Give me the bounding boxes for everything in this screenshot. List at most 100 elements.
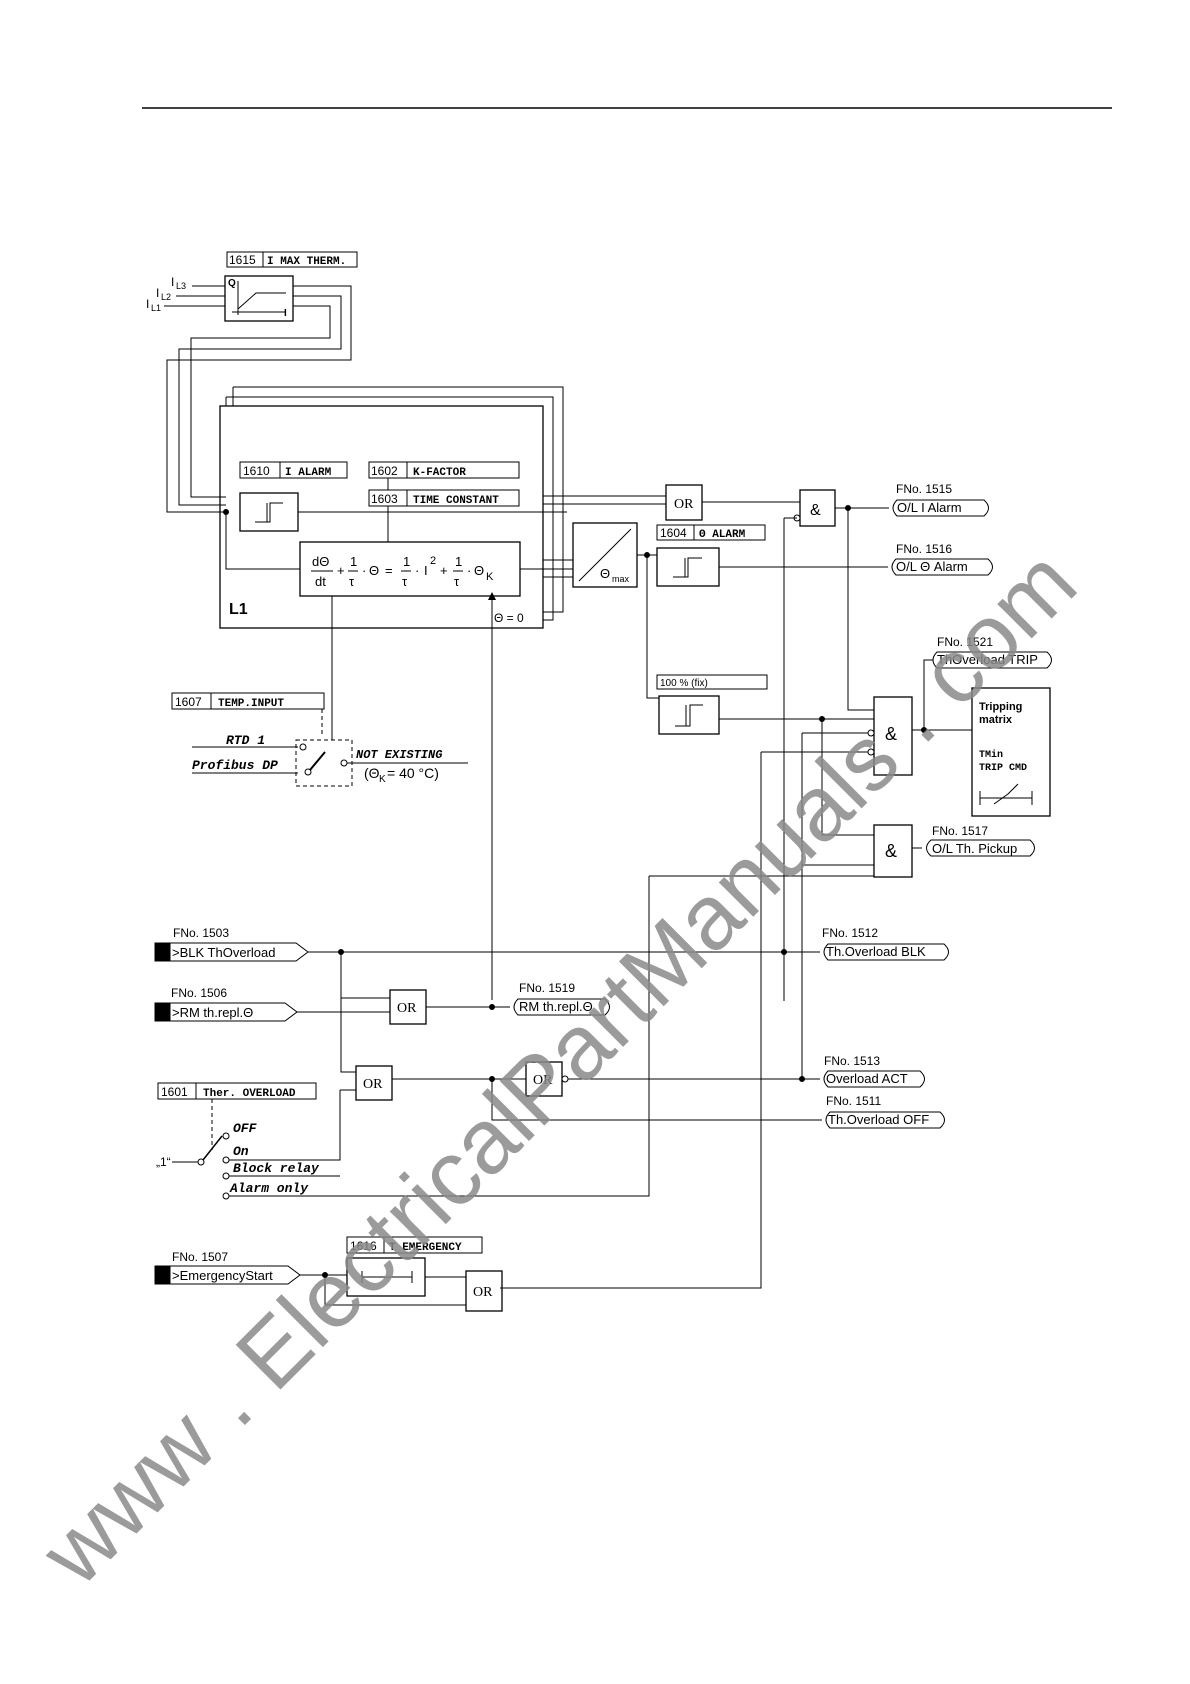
svg-text:OR: OR — [533, 1073, 553, 1088]
theta-alarm-threshold — [656, 547, 888, 587]
or-gate-rm: OR — [340, 952, 510, 1025]
svg-text:Θ: Θ — [474, 563, 484, 578]
tripping-matrix: Tripping matrix TMin TRIP CMD — [971, 687, 1051, 817]
svg-text:1604: 1604 — [660, 526, 687, 540]
param-1601: 1601 Ther. OVERLOAD — [157, 1082, 317, 1100]
svg-text:FNo. 1521: FNo. 1521 — [937, 635, 993, 649]
svg-text:L2: L2 — [161, 292, 171, 302]
characteristic-feedback — [166, 285, 352, 513]
svg-text:1: 1 — [350, 554, 357, 569]
svg-text:·: · — [362, 563, 366, 578]
or-gate-i-alarm: OR — [665, 484, 800, 521]
svg-text:„1“: „1“ — [156, 1155, 171, 1169]
svg-text:max: max — [612, 574, 630, 584]
svg-text:1615: 1615 — [229, 253, 256, 267]
i-max-characteristic: Q I — [224, 275, 294, 322]
output-1521: FNo. 1521 ThOverload TRIP — [932, 635, 1052, 669]
and-gate-trip: & — [867, 659, 972, 776]
svg-text:TMin: TMin — [979, 749, 1003, 761]
param-1607: 1607 TEMP.INPUT — [171, 692, 325, 710]
svg-text:O/L Th. Pickup: O/L Th. Pickup — [932, 841, 1017, 856]
svg-text:Th.Overload OFF: Th.Overload OFF — [828, 1112, 929, 1127]
output-1519: FNo. 1519 RM th.repl.Θ — [513, 981, 610, 1016]
svg-text:1: 1 — [403, 554, 410, 569]
svg-text:O/L I Alarm: O/L I Alarm — [897, 500, 962, 515]
param-1602: 1602 K-FACTOR — [368, 461, 520, 479]
svg-text:OFF: OFF — [233, 1121, 258, 1136]
svg-text:Alarm only: Alarm only — [229, 1181, 309, 1196]
svg-text:τ: τ — [454, 574, 460, 589]
svg-text:Ther. OVERLOAD: Ther. OVERLOAD — [203, 1088, 296, 1100]
svg-text:I: I — [146, 297, 149, 311]
svg-text:FNo. 1503: FNo. 1503 — [173, 926, 229, 940]
svg-text:τ: τ — [349, 574, 355, 589]
param-1610: 1610 I ALARM — [239, 461, 348, 479]
svg-text:FNo. 1507: FNo. 1507 — [172, 1250, 228, 1264]
svg-text:L1: L1 — [229, 601, 248, 618]
block-outputs — [520, 495, 666, 578]
output-1515: FNo. 1515 O/L I Alarm — [892, 482, 989, 517]
svg-text:I: I — [156, 286, 159, 300]
svg-text:= 40 °C): = 40 °C) — [387, 765, 439, 781]
input-1507: FNo. 1507 >EmergencyStart — [154, 1250, 466, 1306]
param-1616: 1616 T EMERGENCY — [346, 1236, 483, 1254]
temp-input-switch: RTD 1 Profibus DP NOT EXISTING (Θ K = 40… — [192, 733, 468, 787]
output-1511: FNo. 1511 Th.Overload OFF — [825, 1094, 945, 1129]
svg-text:FNo. 1512: FNo. 1512 — [822, 926, 878, 940]
input-1506: FNo. 1506 >RM th.repl.Θ — [154, 986, 390, 1022]
svg-text:1602: 1602 — [371, 464, 398, 478]
svg-text:L3: L3 — [176, 281, 186, 291]
svg-text:>BLK ThOverload: >BLK ThOverload — [172, 945, 275, 960]
theta-max-block: Θ max — [572, 522, 657, 588]
svg-text:Tripping: Tripping — [979, 701, 1022, 713]
svg-text:RTD 1: RTD 1 — [226, 733, 265, 748]
svg-text:I MAX THERM.: I MAX THERM. — [267, 256, 346, 268]
watermark: www . ElectricalPartManuals . com — [21, 531, 1095, 1605]
svg-text:Profibus DP: Profibus DP — [192, 758, 278, 773]
svg-text:(Θ: (Θ — [364, 765, 380, 781]
svg-text:·: · — [467, 563, 471, 578]
svg-text:I: I — [424, 563, 428, 578]
mode-switch-1601: „1“ OFF On Block relay Alarm only — [156, 1099, 340, 1200]
reset-arrow — [488, 592, 496, 1000]
param-1615: 1615 I MAX THERM. — [226, 251, 358, 268]
svg-text:FNo. 1511: FNo. 1511 — [826, 1094, 881, 1108]
output-1513: FNo. 1513 Overload ACT — [823, 1054, 925, 1088]
svg-text:FNo. 1506: FNo. 1506 — [171, 986, 227, 1000]
svg-text:I: I — [171, 275, 174, 289]
svg-text:1610: 1610 — [243, 464, 270, 478]
param-100-fix: 100 % (fix) — [656, 674, 768, 690]
svg-text:RM th.repl.Θ: RM th.repl.Θ — [519, 999, 593, 1014]
svg-text:1601: 1601 — [161, 1085, 188, 1099]
svg-text:τ: τ — [402, 574, 408, 589]
svg-text:T EMERGENCY: T EMERGENCY — [389, 1242, 462, 1254]
svg-text:K: K — [486, 571, 494, 583]
svg-text:FNo. 1516: FNo. 1516 — [896, 542, 952, 556]
svg-text:O/L Θ Alarm: O/L Θ Alarm — [896, 559, 968, 574]
svg-text:FNo. 1515: FNo. 1515 — [896, 482, 952, 496]
svg-text:=: = — [385, 563, 393, 578]
output-1517: FNo. 1517 O/L Th. Pickup — [926, 824, 1035, 857]
output-1512: FNo. 1512 Th.Overload BLK — [822, 926, 949, 961]
output-1516: FNo. 1516 O/L Θ Alarm — [891, 542, 993, 576]
wire-iL1 — [225, 512, 300, 570]
svg-text:&: & — [810, 502, 821, 519]
svg-text:K-FACTOR: K-FACTOR — [413, 467, 466, 479]
or-gate-act-inv: OR — [525, 1061, 820, 1097]
svg-text:Q: Q — [228, 278, 236, 289]
or-gate-emergency: OR — [465, 1270, 503, 1312]
svg-text:TRIP CMD: TRIP CMD — [979, 763, 1027, 774]
svg-text:OR: OR — [473, 1285, 493, 1300]
svg-text:100 % (fix): 100 % (fix) — [660, 678, 708, 689]
svg-text:OR: OR — [363, 1077, 383, 1092]
svg-text:FNo. 1519: FNo. 1519 — [519, 981, 575, 995]
svg-text:>EmergencyStart: >EmergencyStart — [172, 1268, 273, 1283]
svg-text:Θ ALARM: Θ ALARM — [699, 529, 746, 541]
svg-text:+: + — [440, 563, 448, 578]
svg-text:NOT EXISTING: NOT EXISTING — [356, 748, 442, 762]
svg-text:OR: OR — [397, 1001, 417, 1016]
param-1604: 1604 Θ ALARM — [656, 524, 766, 541]
svg-text:>RM th.repl.Θ: >RM th.repl.Θ — [172, 1005, 253, 1020]
